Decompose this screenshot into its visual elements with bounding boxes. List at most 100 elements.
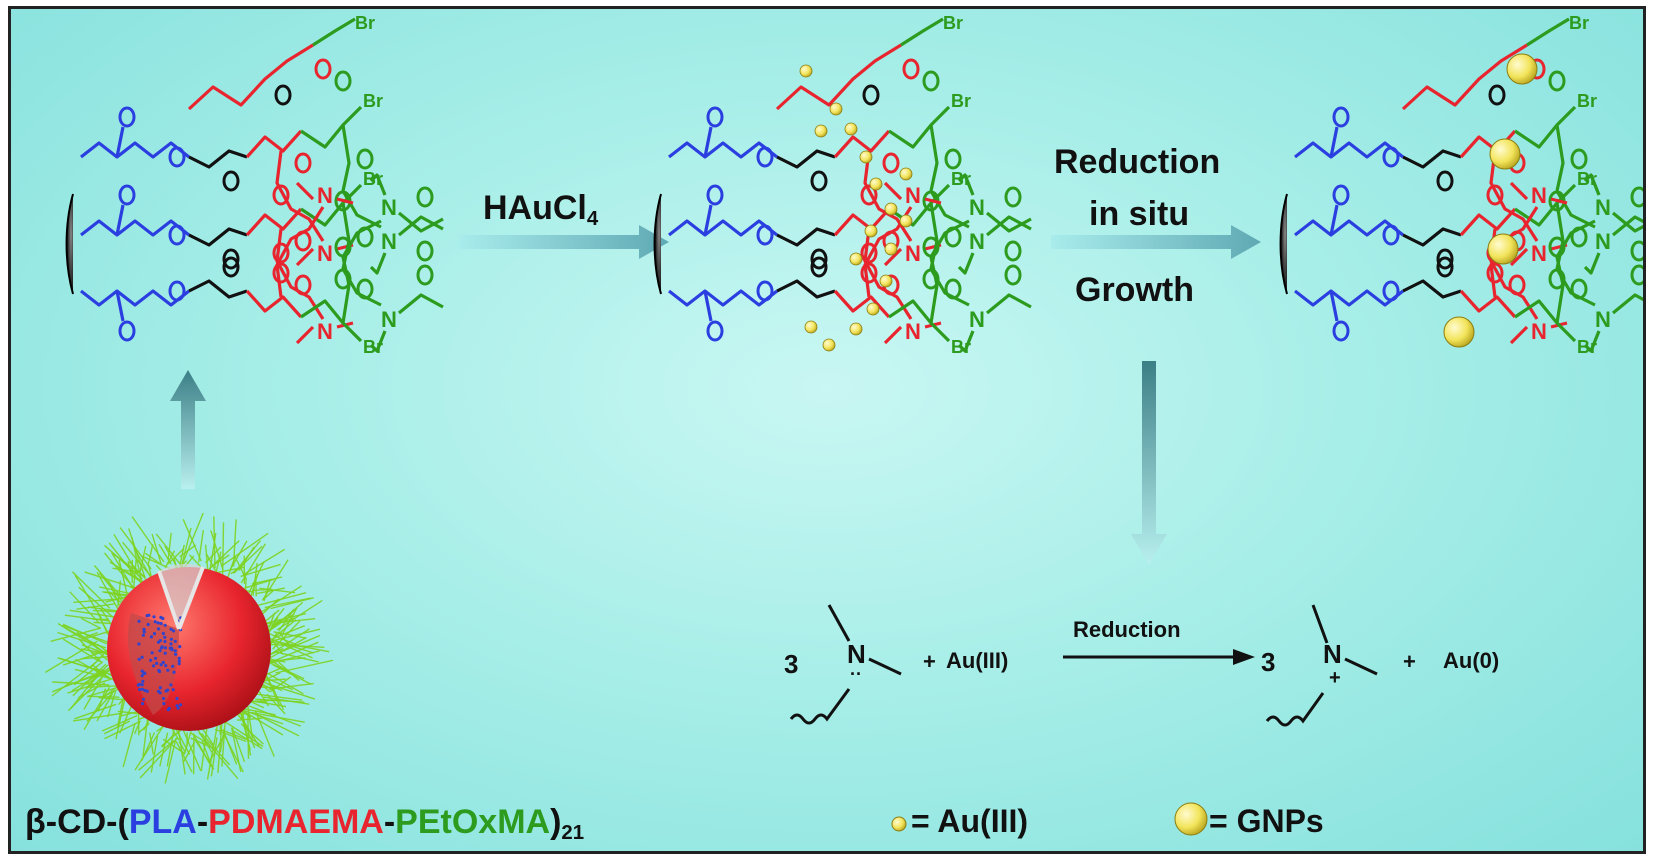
pla-core-dot	[172, 670, 176, 674]
eq-au0: Au(0)	[1443, 648, 1500, 673]
petoxma-corona-strand	[275, 659, 334, 674]
pdmaema-chain	[833, 289, 891, 319]
bromine-atom: Br	[951, 91, 971, 111]
pla-core-dot	[137, 657, 141, 661]
pla-core-dot	[156, 621, 160, 625]
pla-chain	[668, 141, 778, 159]
formula-subscript: 21	[561, 822, 585, 845]
petoxma-chain	[1514, 105, 1577, 149]
oxygen-atom	[416, 240, 434, 262]
pdmaema-chain	[1459, 289, 1517, 319]
petoxma-corona-strand	[219, 728, 225, 753]
petoxma-corona-strand	[264, 609, 296, 635]
petoxma-corona-strand	[192, 732, 213, 768]
petoxma-corona-strand	[57, 622, 102, 651]
pla-core-dot	[145, 689, 149, 693]
pla-core-dot	[152, 615, 156, 619]
pla-core-dot	[177, 662, 181, 666]
petoxma-corona-strand	[277, 641, 330, 653]
pla-core-dot	[171, 629, 176, 633]
formula-dash-1: -	[196, 803, 209, 841]
methyl-bond	[883, 181, 903, 201]
pla-core-dot	[163, 651, 167, 655]
pla-core-dot	[149, 635, 153, 639]
pdmaema-chain	[1459, 207, 1517, 237]
pla-core-dot	[141, 633, 145, 637]
petoxma-corona-strand	[200, 728, 208, 772]
reduction-label: Reduction	[1054, 143, 1221, 181]
nitrogen-atom: N	[969, 195, 985, 220]
au3-dot	[864, 224, 878, 238]
cd-core-edge	[1279, 193, 1288, 295]
petoxma-corona-strand	[281, 607, 298, 636]
oxygen-atom	[902, 58, 920, 80]
petoxma-corona-strand	[272, 619, 297, 640]
petoxma-corona-strand	[76, 603, 115, 610]
pla-core-dot	[159, 663, 163, 667]
cutaway-edge	[157, 570, 181, 630]
ring-bond	[957, 252, 975, 275]
petoxma-corona-strand	[204, 546, 222, 564]
oxygen-atom	[810, 248, 828, 270]
pla-chain	[80, 289, 190, 307]
pdmaema-sidechain	[863, 228, 913, 320]
oxygen-atom	[118, 106, 136, 128]
petoxma-corona-strand	[166, 722, 176, 767]
formula-prefix: β-CD-(	[25, 803, 129, 841]
acyl-bond	[397, 293, 444, 315]
pla-core-dot	[150, 651, 154, 655]
nitrogen-atom: N	[1595, 307, 1611, 332]
petoxma-corona-strand	[250, 711, 305, 723]
petoxma-corona-strand	[190, 737, 217, 750]
petoxma-corona-strand	[71, 571, 111, 609]
petoxma-chain	[1514, 183, 1577, 227]
oxygen-atom	[1436, 256, 1454, 278]
pdmaema-chain	[1401, 43, 1528, 111]
petoxma-chain	[300, 105, 363, 149]
pla-carbonyl	[1329, 290, 1339, 322]
petoxma-corona-strand	[87, 606, 122, 613]
pla-core-dot	[176, 706, 180, 710]
oxygen-atom	[334, 236, 352, 258]
methyl-bond	[1509, 247, 1529, 267]
ring-bond	[1583, 173, 1601, 196]
pla-core-dot	[137, 619, 141, 623]
pdmaema-sidechain	[1489, 150, 1539, 242]
oxygen-atom	[416, 264, 434, 286]
gnp-particle	[1443, 316, 1475, 348]
oxygen-atom	[706, 320, 724, 342]
pla-core-dot	[155, 661, 159, 666]
au3-dot	[844, 122, 858, 136]
oxygen-atom	[860, 184, 878, 206]
petoxma-corona-strand	[138, 739, 175, 771]
nitrogen-atom: N	[1595, 195, 1611, 220]
nitrogen-atom: N	[905, 319, 921, 344]
pla-core-dot	[179, 703, 183, 707]
pla-core-dot	[152, 632, 157, 636]
oxygen-atom	[1004, 186, 1022, 208]
pla-carbonyl	[115, 290, 125, 322]
nitrogen-atom: N	[969, 229, 985, 254]
nitrogen-atom: N	[1595, 229, 1611, 254]
oxygen-atom	[356, 148, 374, 170]
methyl-bond	[1550, 197, 1568, 205]
petoxma-corona-strand	[206, 723, 219, 780]
petoxma-corona-strand	[62, 638, 100, 663]
bromine-atom: Br	[355, 13, 375, 33]
pla-core-dot	[142, 627, 146, 632]
haucl4-label: HAuCl4	[483, 189, 599, 231]
acyl-bond	[397, 211, 444, 233]
pla-carbonyl	[1329, 204, 1339, 236]
petoxma-corona-strand	[101, 714, 138, 732]
pdmaema-sidechain	[275, 228, 325, 320]
pla-core-dot	[146, 622, 150, 627]
petoxma-corona-strand	[277, 631, 291, 647]
au3-dot	[804, 320, 818, 334]
pla-core-dot	[169, 627, 173, 631]
petoxma-corona-strand	[221, 729, 249, 741]
petoxma-corona-strand	[104, 721, 140, 740]
oxygen-atom	[922, 268, 940, 290]
petoxma-corona-strand	[64, 614, 110, 622]
petoxma-chain	[900, 17, 944, 47]
petoxma-corona-strand	[237, 717, 263, 721]
